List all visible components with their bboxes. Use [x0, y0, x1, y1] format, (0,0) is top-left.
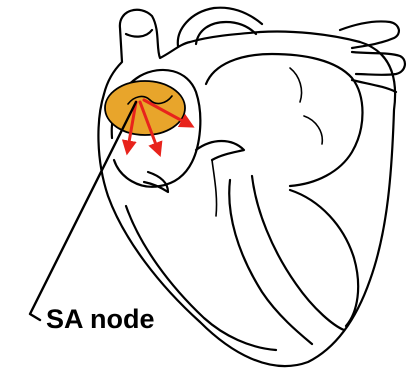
- label-pointer-line: [30, 102, 136, 320]
- pulmonary-opening-1: [290, 68, 302, 102]
- pulmonary-vein-mid: [352, 52, 405, 75]
- sa-node-label: SA node: [46, 306, 155, 333]
- pulmonary-opening-2: [304, 116, 322, 144]
- left-ventricle-wall: [290, 190, 358, 326]
- chordae: [212, 160, 217, 216]
- superior-vena-cava: [126, 30, 152, 37]
- septum-inner: [252, 176, 344, 330]
- left-atrium-wall: [206, 54, 363, 186]
- pulmonary-vein-top: [340, 21, 399, 48]
- sa-node: [105, 81, 185, 135]
- aorta-arch: [178, 8, 262, 46]
- mitral-valve: [196, 141, 244, 160]
- interventricular-septum: [229, 180, 312, 344]
- tricuspid-valve: [144, 172, 168, 192]
